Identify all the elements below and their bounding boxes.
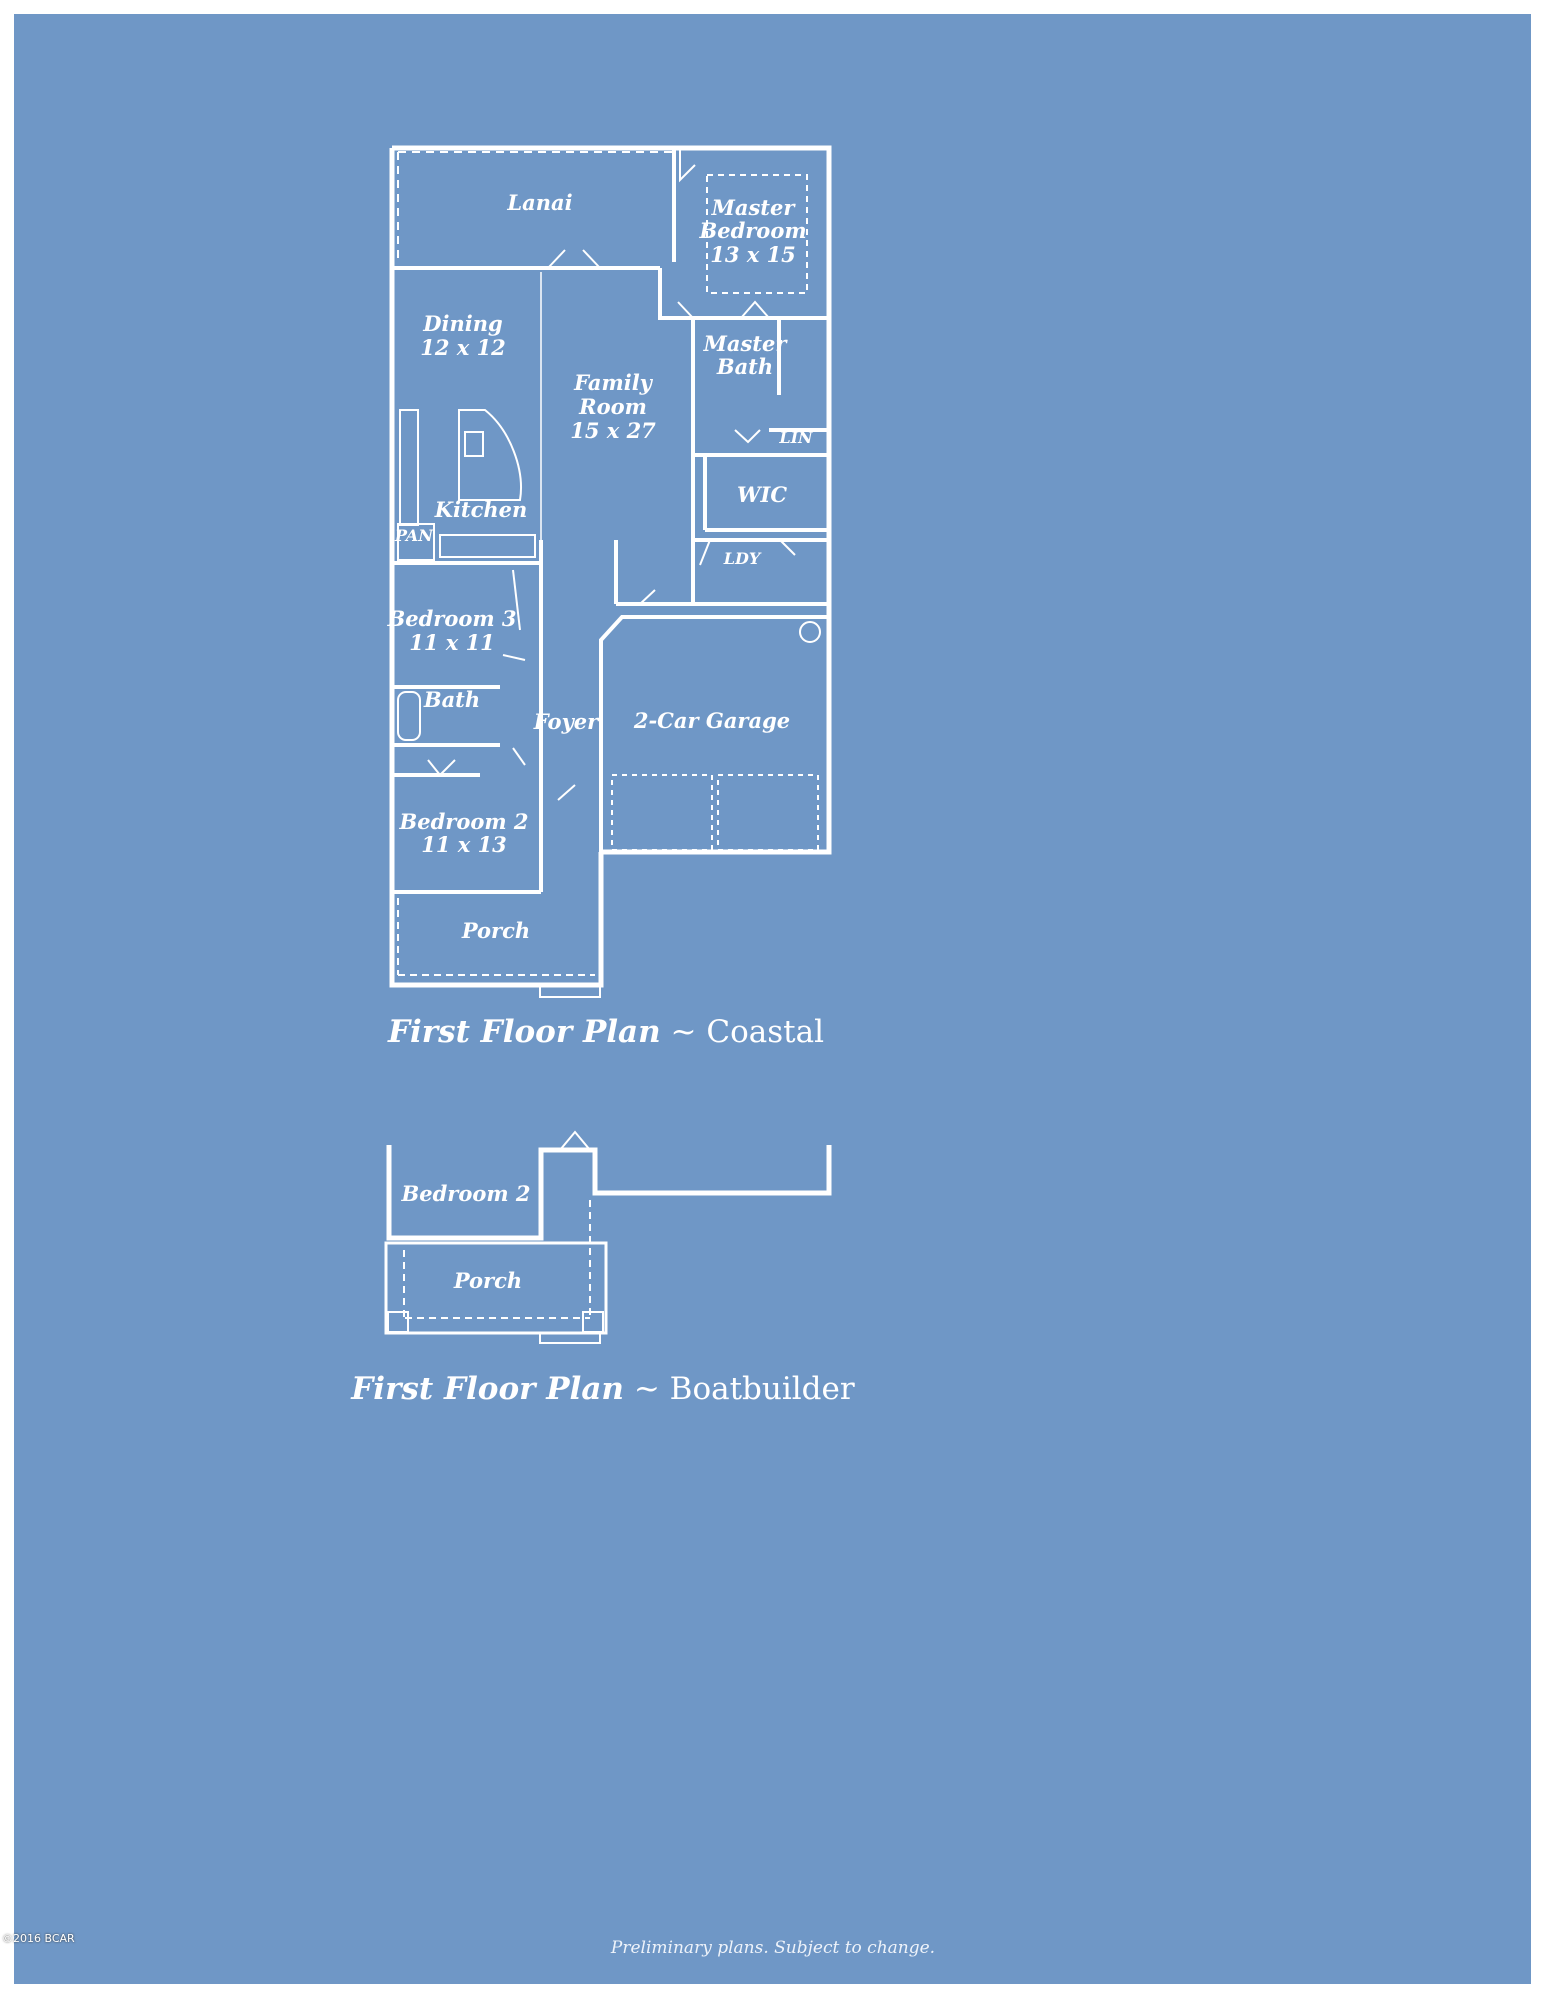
boatbuilder-porch xyxy=(384,1241,608,1335)
porch-steps xyxy=(539,1332,601,1344)
interior-walls xyxy=(392,148,829,894)
preliminary-note: Preliminary plans. Subject to change. xyxy=(610,1938,936,1958)
bath-label: Bath xyxy=(423,687,480,712)
boatbuilder-caption-name: First Floor Plan xyxy=(351,1371,624,1407)
exterior-walls xyxy=(389,145,832,988)
master-bath-label-2: Bath xyxy=(716,354,773,379)
boatbuilder-caption-style: ~ Boatbuilder xyxy=(633,1371,855,1407)
family-room-size: 15 x 27 xyxy=(570,418,656,443)
lanai-label: Lanai xyxy=(506,190,572,215)
linen-label: LIN xyxy=(778,428,814,447)
master-bedroom-size: 13 x 15 xyxy=(710,242,796,267)
garage-label: 2-Car Garage xyxy=(633,708,790,733)
dining-size: 12 x 12 xyxy=(420,335,506,360)
coastal-floor-plan xyxy=(389,145,832,998)
coastal-caption-name: First Floor Plan xyxy=(388,1014,661,1050)
boatbuilder-caption: First Floor Plan ~ Boatbuilder xyxy=(351,1371,854,1407)
coastal-room-labels: Lanai Master Bedroom 13 x 15 Dining 12 x… xyxy=(386,190,814,943)
porch-label: Porch xyxy=(461,918,530,943)
foyer-label: Foyer xyxy=(533,709,600,734)
master-bedroom-label-2: Bedroom xyxy=(698,218,806,243)
kitchen-counters xyxy=(397,409,536,561)
boatbuilder-room-labels: Bedroom 2 Porch xyxy=(400,1181,530,1293)
bedroom2-size: 11 x 13 xyxy=(421,832,507,857)
boatbuilder-porch-label: Porch xyxy=(453,1268,522,1293)
pantry-label: PAN xyxy=(394,526,434,545)
copyright-watermark: ©2016 BCAR xyxy=(2,1932,75,1945)
master-tray-ceiling xyxy=(706,174,808,294)
porch-column xyxy=(387,1311,409,1333)
garage-doors xyxy=(611,774,819,851)
wic-label: WIC xyxy=(737,482,787,507)
boatbuilder-bedroom2-label: Bedroom 2 xyxy=(400,1181,530,1206)
master-bath-label-1: Master xyxy=(703,331,789,356)
coastal-caption: First Floor Plan ~ Coastal xyxy=(388,1014,824,1050)
blueprint-sheet: Lanai Master Bedroom 13 x 15 Dining 12 x… xyxy=(14,14,1531,1984)
master-bedroom-label-1: Master xyxy=(711,195,797,220)
porch-outline xyxy=(397,898,595,976)
bedroom2-label: Bedroom 2 xyxy=(398,809,528,834)
bedroom3-label: Bedroom 3 xyxy=(386,606,516,631)
laundry-label: LDY xyxy=(723,549,762,568)
dining-label: Dining xyxy=(422,311,502,336)
kitchen-island xyxy=(458,409,522,501)
porch-column xyxy=(582,1311,604,1333)
floor-plan-drawing: Lanai Master Bedroom 13 x 15 Dining 12 x… xyxy=(384,145,832,1344)
front-door-swing xyxy=(559,1130,591,1151)
boatbuilder-floor-plan xyxy=(384,1130,832,1344)
boatbuilder-walls xyxy=(386,1145,832,1241)
kitchen-label: Kitchen xyxy=(434,497,528,522)
bedroom3-size: 11 x 11 xyxy=(409,630,495,655)
door-swings xyxy=(427,150,796,801)
lanai-outline xyxy=(397,151,674,262)
front-steps xyxy=(539,984,601,998)
coastal-caption-style: ~ Coastal xyxy=(670,1014,824,1050)
water-heater xyxy=(799,621,821,643)
family-room-label-2: Room xyxy=(578,394,647,419)
family-room-label-1: Family xyxy=(573,370,654,395)
bathtub xyxy=(397,691,421,741)
